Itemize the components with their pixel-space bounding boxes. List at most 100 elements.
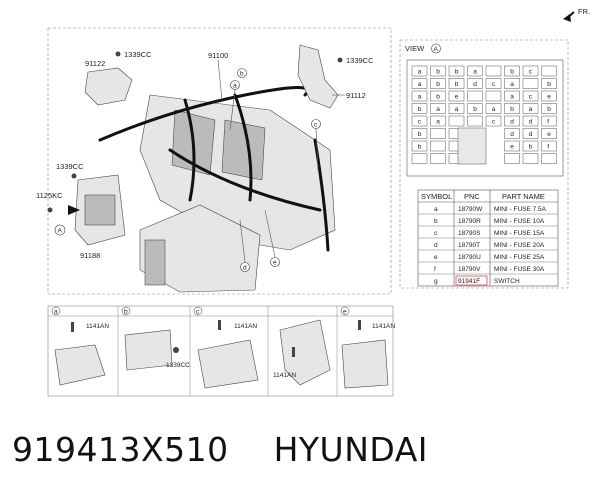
bolt-icon xyxy=(71,173,77,179)
fuse-slot xyxy=(467,78,483,89)
row-pnc: 18790S xyxy=(458,230,481,237)
fuse-slot-symbol: b xyxy=(436,93,440,100)
row-symbol: c xyxy=(434,230,438,237)
detail-a-part xyxy=(54,344,106,386)
fuse-slot xyxy=(541,90,557,102)
fuse-slot xyxy=(448,90,465,102)
header-symbol: SYMBOL xyxy=(421,192,452,201)
leader-e xyxy=(264,209,276,258)
detail-c-circle xyxy=(193,306,203,316)
fuse-slot-symbol: d xyxy=(510,118,514,125)
detail-b-part xyxy=(124,329,173,371)
row-pnc: 91941F xyxy=(458,278,480,285)
dashboard-assembly xyxy=(98,86,336,293)
fuse-slot-symbol: a xyxy=(473,68,477,75)
detail-d-label: 1141AN xyxy=(273,372,296,379)
fuse-slot-symbol: b xyxy=(547,106,551,113)
fuse-slot xyxy=(448,115,465,127)
callout-c: c xyxy=(314,122,318,129)
fuse-slot xyxy=(504,140,520,152)
fuse-slot-symbol: b xyxy=(455,68,459,75)
detail-c-ref: c xyxy=(196,308,200,315)
fuse-slot xyxy=(448,65,465,77)
detail-b-label: 1339CC xyxy=(166,362,190,369)
view-title: VIEW xyxy=(405,44,425,53)
fuse-slot xyxy=(430,140,446,152)
console-panel xyxy=(144,239,166,286)
fuse-slot-symbol: b xyxy=(510,106,514,113)
fuse-slot xyxy=(504,65,520,77)
callout-d: d xyxy=(243,265,247,272)
fuse-slot xyxy=(411,128,428,139)
row-pnc: 18790U xyxy=(458,254,481,261)
callout-e: e xyxy=(273,260,277,267)
fuse-slot-symbol: e xyxy=(547,93,551,100)
fuse-slot xyxy=(522,153,539,164)
fuse-slot-symbol: e xyxy=(547,131,551,138)
fuse-slot-symbol: f xyxy=(547,118,549,125)
wiring-harness-lower xyxy=(168,148,322,212)
fuse-slot xyxy=(430,128,446,139)
row-symbol: g xyxy=(434,278,438,285)
row-part-name: MINI - FUSE 25A xyxy=(494,254,545,261)
label-91122: 91122 xyxy=(85,59,105,68)
fuse-slot xyxy=(541,153,557,164)
switch-slot-g xyxy=(457,127,487,165)
callout-a-circle xyxy=(230,80,240,90)
front-arrow-shaft xyxy=(565,11,575,20)
fuse-slot-symbol: a xyxy=(529,106,533,113)
row-pnc: 18790W xyxy=(458,206,483,213)
detail-b: b 1339CC xyxy=(121,306,190,371)
callout-d-circle xyxy=(240,262,250,272)
bolt-icon xyxy=(71,322,74,332)
fuse-slot xyxy=(522,128,539,139)
detail-d: 1141AN xyxy=(273,319,331,386)
fuse-slot xyxy=(504,90,520,102)
fuse-slot xyxy=(467,103,483,114)
detail-c: c 1141AN xyxy=(193,306,259,389)
fuse-slot xyxy=(411,78,428,89)
fuse-slot-symbol: b xyxy=(547,81,551,88)
fuse-slot xyxy=(430,65,446,77)
fuse-slot-symbol: c xyxy=(529,68,533,75)
fuse-slot-symbol: b xyxy=(510,68,514,75)
label-91100: 91100 xyxy=(208,51,228,60)
row-symbol: e xyxy=(434,254,438,261)
view-direction-arrow-icon xyxy=(68,205,80,215)
label-1125kc: 1125KC xyxy=(36,191,63,200)
fuse-slot xyxy=(504,153,520,164)
leader-d xyxy=(239,219,246,263)
fuse-slot xyxy=(522,115,539,127)
row-pnc: 18790V xyxy=(458,266,481,273)
fuse-slot xyxy=(541,78,557,89)
fuse-slot xyxy=(504,78,520,89)
brand-name: HYUNDAI xyxy=(273,430,429,469)
detail-a-circle xyxy=(51,306,61,316)
callout-e-circle xyxy=(270,257,280,267)
fuse-slot-symbol: b xyxy=(473,106,477,113)
fuse-slot xyxy=(485,65,502,77)
row-pnc: 18790T xyxy=(458,242,480,249)
fuse-slot xyxy=(541,140,557,152)
fuse-slot-symbol: f xyxy=(547,143,549,150)
fuse-slot-symbol: c xyxy=(529,93,533,100)
detail-d-part xyxy=(279,319,331,386)
center-stack xyxy=(221,119,266,181)
detail-e-part xyxy=(341,339,389,389)
fuse-slot-symbol: a xyxy=(418,68,422,75)
fuse-slot xyxy=(411,90,428,102)
fuse-slot xyxy=(504,103,520,114)
bolt-icon xyxy=(115,51,121,57)
fuse-slot-symbol: b xyxy=(418,106,422,113)
fuse-slot-symbol: a xyxy=(510,93,514,100)
bolt-icon xyxy=(358,320,361,330)
fuse-slot-symbol: b xyxy=(529,143,533,150)
fuse-slot-symbol: e xyxy=(455,93,459,100)
detail-b-ref: b xyxy=(124,308,128,315)
fuse-slot-symbol: a xyxy=(418,93,422,100)
row-part-name: MINI - FUSE 20A xyxy=(494,242,545,249)
detail-b-circle xyxy=(121,306,131,316)
